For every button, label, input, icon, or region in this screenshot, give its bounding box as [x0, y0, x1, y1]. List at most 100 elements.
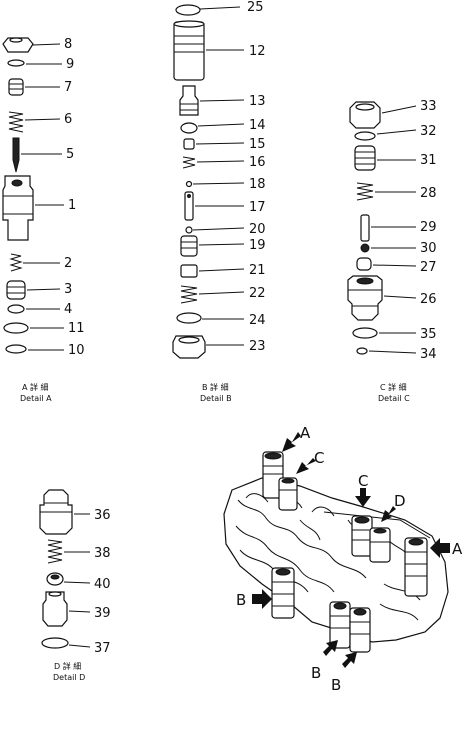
arrow-b-lower-right: [342, 652, 357, 668]
spool-a-left: [262, 451, 284, 499]
part-17-pin: [184, 191, 194, 221]
assembly-labels: A C C D A B B B: [236, 424, 463, 694]
callout-17: 17: [249, 200, 266, 215]
callout-35: 35: [420, 327, 437, 342]
callout-33: 33: [420, 99, 437, 114]
callout-3: 3: [64, 282, 72, 297]
detail-c-caption: Detail C: [378, 394, 410, 403]
part-27-seat: [356, 257, 372, 271]
part-28-spring: [356, 182, 374, 201]
part-24-oring: [176, 312, 202, 324]
assembly-label-a-right: A: [452, 540, 463, 558]
detail-a-leaders: [21, 43, 64, 351]
part-32-oring: [354, 131, 376, 141]
callout-22: 22: [249, 286, 266, 301]
arrow-a-top: [282, 432, 301, 452]
part-37-oring: [41, 637, 69, 649]
callout-19: 19: [249, 238, 266, 253]
control-valve-assembly: [223, 451, 449, 653]
callout-5: 5: [66, 147, 74, 162]
callout-32: 32: [420, 124, 437, 139]
callout-28: 28: [420, 186, 437, 201]
part-12-cylinder: [173, 21, 205, 81]
detail-b-leaders: [192, 6, 245, 346]
part-1-valve-body: [2, 175, 34, 241]
part-11-oring: [3, 322, 29, 334]
assembly-label-c-top: C: [314, 449, 324, 467]
callout-9: 9: [66, 57, 74, 72]
assembly-label-b-left: B: [236, 591, 246, 609]
callout-7: 7: [64, 80, 72, 95]
part-15-seat: [183, 138, 195, 150]
callout-11: 11: [68, 321, 85, 336]
arrow-a-right: [430, 538, 450, 558]
detail-a-callouts: 8 9 7 6 5 1 2 3 4 11 10: [64, 37, 85, 358]
callout-1: 1: [68, 198, 76, 213]
spool-c-left: [278, 477, 298, 511]
callout-6: 6: [64, 112, 72, 127]
detail-d-caption: Detail D: [53, 673, 85, 682]
callout-38: 38: [94, 546, 111, 561]
detail-c-caption-jp: C 詳 細: [380, 382, 407, 392]
detail-b-caption-jp: B 詳 細: [202, 382, 229, 392]
part-21-nut: [180, 264, 198, 278]
detail-a-group: [2, 37, 34, 354]
callout-29: 29: [420, 220, 437, 235]
spool-d: [369, 527, 391, 563]
part-7-plug: [8, 78, 24, 96]
callout-2: 2: [64, 256, 72, 271]
detail-d-caption-jp: D 詳 細: [54, 661, 81, 671]
assembly-label-b-lower-left: B: [311, 664, 321, 682]
assembly-label-d: D: [394, 492, 406, 510]
part-30-ball: [360, 243, 370, 253]
detail-c-group: [347, 101, 383, 355]
callout-39: 39: [94, 606, 111, 621]
part-35-oring: [352, 327, 378, 339]
callout-15: 15: [249, 137, 266, 152]
callout-12: 12: [249, 44, 266, 59]
callout-13: 13: [249, 94, 266, 109]
part-14-ring: [180, 122, 198, 134]
callout-16: 16: [249, 155, 266, 170]
spool-a-right: [404, 537, 428, 597]
arrow-b-lower-left: [323, 640, 338, 656]
part-2-spring: [9, 253, 23, 272]
callout-30: 30: [420, 241, 437, 256]
part-29-pin: [360, 214, 370, 242]
detail-d-group: [39, 489, 73, 649]
assembly-label-a-top: A: [300, 424, 311, 442]
callout-40: 40: [94, 577, 111, 592]
arrow-b-left: [252, 589, 272, 609]
part-4-oring: [7, 304, 25, 314]
callout-4: 4: [64, 302, 72, 317]
part-10-oring: [5, 344, 27, 354]
callout-10: 10: [68, 343, 85, 358]
assembly-label-b-lower-right: B: [331, 676, 341, 694]
part-38-spring: [47, 539, 63, 564]
callout-21: 21: [249, 263, 266, 278]
arrow-d: [381, 506, 396, 522]
callout-25: 25: [247, 0, 264, 15]
detail-d-callouts: 36 38 40 39 37: [94, 508, 111, 656]
part-19-plug: [180, 235, 198, 257]
spool-b-right: [349, 607, 371, 653]
assembly-arrows: [252, 432, 450, 668]
arrow-c-top: [296, 458, 316, 474]
callout-36: 36: [94, 508, 111, 523]
callout-26: 26: [420, 292, 437, 307]
part-25-oring: [175, 4, 201, 16]
callout-14: 14: [249, 118, 266, 133]
part-9-oring: [7, 59, 25, 67]
callout-8: 8: [64, 37, 72, 52]
part-5-needle: [12, 137, 20, 173]
part-18-ball: [185, 180, 193, 188]
detail-d-leaders: [63, 513, 91, 648]
callout-23: 23: [249, 339, 266, 354]
detail-c-callouts: 33 32 31 28 29 30 27 26 35 34: [420, 99, 437, 362]
callout-37: 37: [94, 641, 111, 656]
part-16-spring: [182, 156, 196, 169]
arrow-c-right: [355, 488, 371, 507]
callout-20: 20: [249, 222, 266, 237]
part-26-valve-body: [347, 275, 383, 321]
